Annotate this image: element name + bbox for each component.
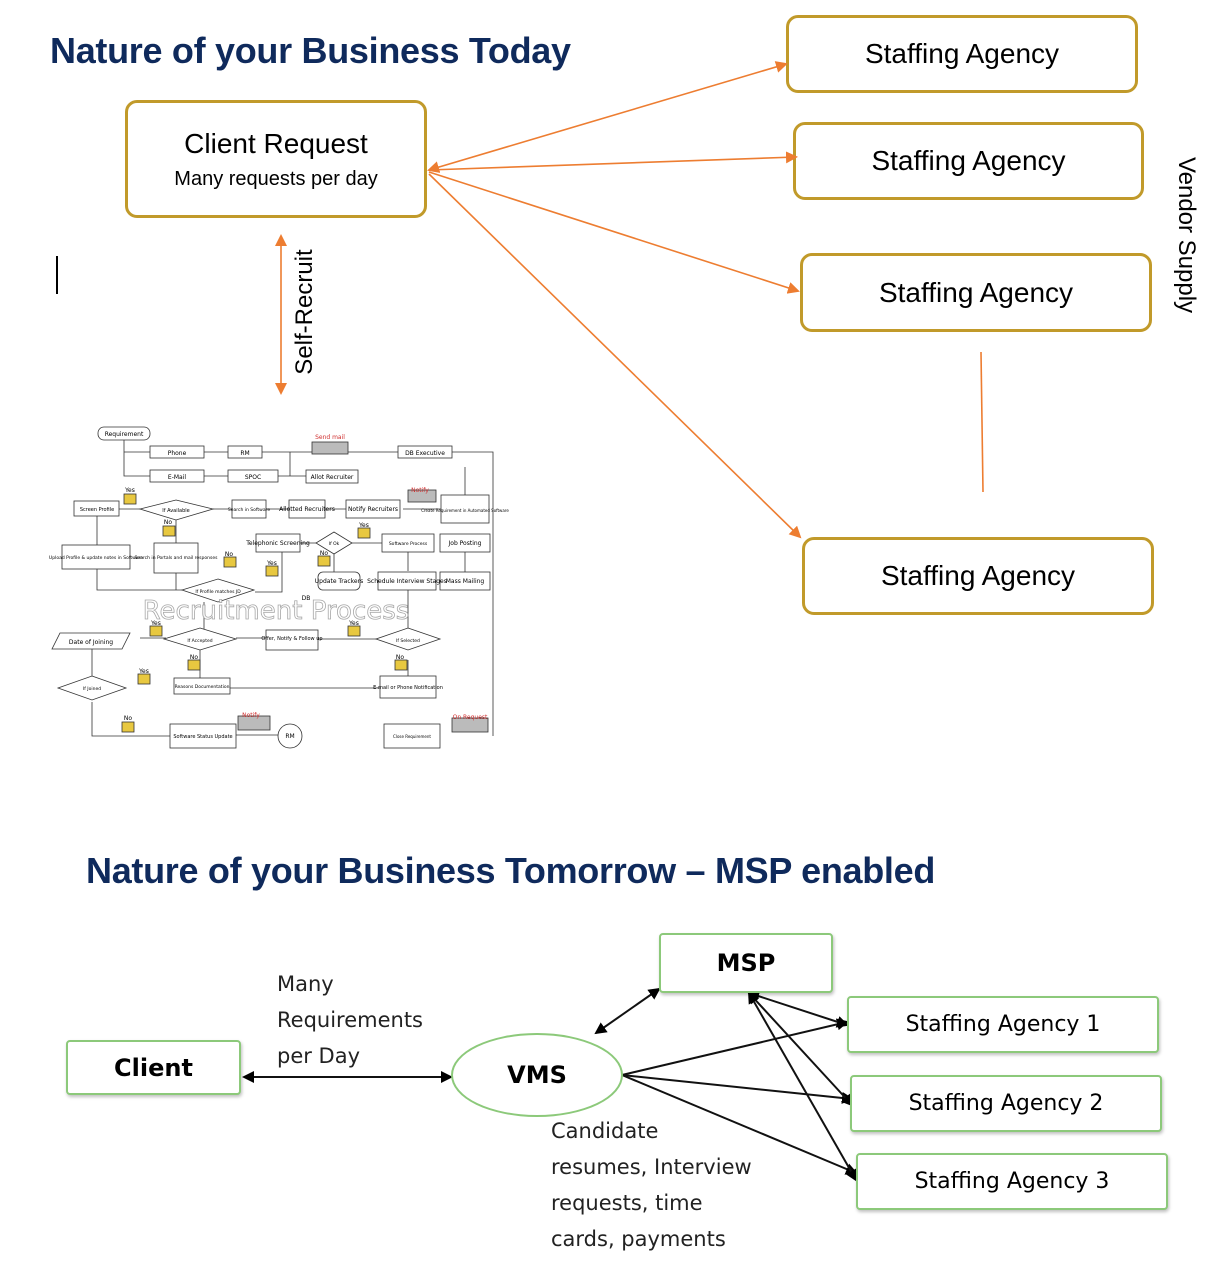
self-recruit-label: Self-Recruit [291,249,318,375]
svg-text:If Available: If Available [162,508,189,514]
svg-text:SPOC: SPOC [245,474,261,481]
msp-box: MSP [659,933,833,993]
svg-text:Allot Recruiter: Allot Recruiter [311,474,354,481]
arrow-client-agency-2 [428,151,798,171]
svg-text:Software Status Update: Software Status Update [173,734,232,740]
arrow-vms-agency-2 [621,1074,854,1104]
arrow-msp-agency-3 [748,991,857,1182]
svg-text:DB Executive: DB Executive [405,450,445,457]
svg-text:If Selected: If Selected [396,638,420,644]
flowchart-watermark: Recruitment Process [143,596,410,626]
svg-text:Yes: Yes [266,560,277,567]
svg-text:No: No [164,519,172,526]
client-request-box: Client Request Many requests per day [125,100,427,218]
svg-text:RM: RM [240,450,249,457]
arrow-vms-agency-1 [621,1018,849,1076]
svg-text:Software Process: Software Process [389,541,428,547]
staffing-agency-box-3: Staffing Agency [800,253,1152,332]
svg-text:Search in Portals and mail res: Search in Portals and mail responses [135,555,219,561]
svg-text:Schedule Interview Stages: Schedule Interview Stages [367,578,447,585]
svg-text:Phone: Phone [168,450,187,457]
arrow-client-agency-3 [428,171,800,294]
staffing-agency-1-box: Staffing Agency 1 [847,996,1159,1053]
svg-text:No: No [396,654,404,661]
svg-text:Search in Software: Search in Software [228,507,270,513]
svg-text:Notify: Notify [411,487,429,494]
svg-text:Reasons Documentation: Reasons Documentation [175,684,230,690]
arrow-msp-agency-2 [747,991,854,1107]
vms-node: VMS [451,1033,623,1117]
svg-text:RM: RM [285,733,294,740]
svg-text:Yes: Yes [348,620,359,627]
client-request-title: Client Request [184,127,368,159]
svg-text:Yes: Yes [358,522,369,529]
svg-text:E-mail or Phone Notification: E-mail or Phone Notification [373,685,443,691]
staffing-agency-box-1: Staffing Agency [786,15,1138,93]
svg-text:Screen Profile: Screen Profile [80,507,114,513]
svg-text:Telephonic Screening: Telephonic Screening [245,540,310,547]
heading-tomorrow: Nature of your Business Tomorrow – MSP e… [86,850,936,891]
svg-text:No: No [225,551,233,558]
candidate-note: Candidate resumes, Interview requests, t… [551,1119,752,1251]
svg-text:Create Requirement in Automate: Create Requirement in Automated Software [421,508,509,513]
svg-text:If Ok: If Ok [329,541,340,547]
svg-text:Send mail: Send mail [315,434,345,441]
svg-text:No: No [124,715,132,722]
svg-text:On Request: On Request [453,714,488,721]
arrow-vms-msp [594,987,661,1035]
heading-today: Nature of your Business Today [50,30,571,71]
arrow-client-agency-1 [427,61,788,173]
svg-text:Yes: Yes [150,620,161,627]
svg-text:Requirement: Requirement [105,431,144,438]
text-cursor [56,256,58,294]
svg-text:Offer, Notify & Follow up: Offer, Notify & Follow up [261,636,322,642]
requirements-note: Many Requirements per Day [277,972,423,1068]
svg-text:Allotted Recruiters: Allotted Recruiters [279,506,335,513]
svg-text:If Profile matches JD: If Profile matches JD [195,589,241,595]
svg-text:No: No [320,550,328,557]
svg-text:Close Requirement: Close Requirement [393,734,431,739]
arrow-msp-agency-1 [747,990,849,1028]
staffing-agency-2-box: Staffing Agency 2 [850,1075,1162,1132]
svg-text:No: No [190,654,198,661]
svg-text:E-Mail: E-Mail [168,474,186,481]
svg-text:Upload Profile & update notes: Upload Profile & update notes in Softwar… [49,555,143,561]
vendor-supply-label: Vendor Supply [1173,156,1200,314]
svg-text:Yes: Yes [124,487,135,494]
client-request-subtitle: Many requests per day [174,167,378,190]
svg-text:Yes: Yes [138,668,149,675]
staffing-agency-box-2: Staffing Agency [793,122,1144,200]
staffing-agency-3-box: Staffing Agency 3 [856,1153,1168,1210]
svg-text:DB: DB [302,595,311,602]
svg-text:If Joined: If Joined [83,686,101,692]
vendor-link-line [980,351,984,493]
svg-text:Notify Recruiters: Notify Recruiters [348,506,398,513]
svg-text:Job Posting: Job Posting [448,540,482,547]
svg-text:Notify: Notify [242,712,260,719]
client-box: Client [66,1040,241,1095]
svg-text:If Accepted: If Accepted [187,638,212,644]
svg-text:Update Trackers: Update Trackers [315,578,363,585]
staffing-agency-box-4: Staffing Agency [802,537,1154,615]
svg-text:Date of Joining: Date of Joining [69,639,113,646]
arrow-client-agency-4 [428,173,802,539]
svg-text:Mass Mailing: Mass Mailing [446,578,485,585]
